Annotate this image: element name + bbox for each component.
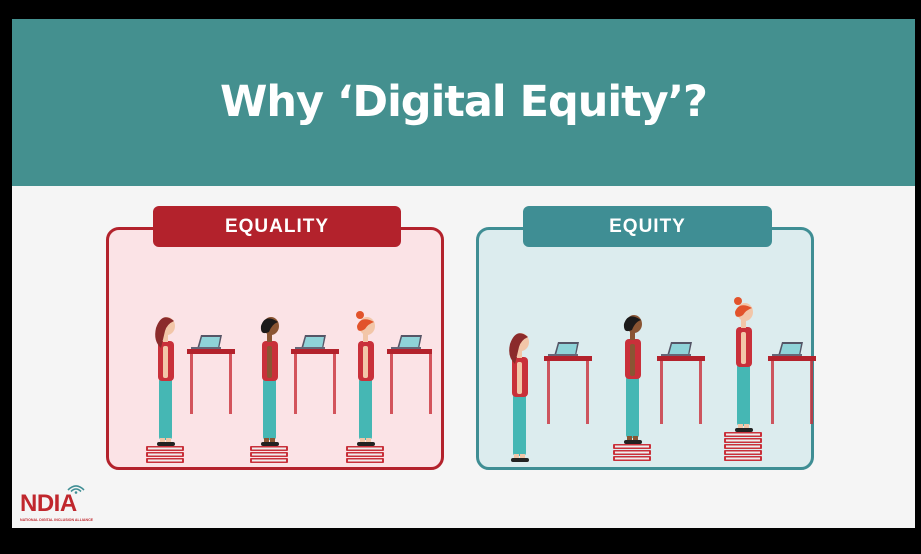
desk-with-laptop (291, 335, 339, 414)
desk-with-laptop (657, 342, 705, 424)
title-banner (12, 19, 915, 186)
ndia-logo: NDIA NATIONAL DIGITAL INCLUSION ALLIANCE (20, 482, 110, 528)
person-figure (155, 317, 175, 446)
person-figure (260, 317, 279, 446)
equity-panel (476, 227, 814, 470)
video-bottom-bar (0, 528, 921, 554)
equity-illustration (509, 297, 816, 462)
book-stack (146, 446, 184, 463)
equality-label: EQUALITY (153, 206, 401, 247)
book-stack (613, 444, 651, 461)
book-stack (724, 432, 762, 461)
book-stack (346, 446, 384, 463)
desk-with-laptop (768, 342, 816, 424)
wifi-signal-icon (67, 485, 85, 494)
person-figure (356, 311, 375, 446)
presentation-slide: Why ‘Digital Equity’? EQUALITY EQUITY ND… (12, 19, 915, 528)
person-figure (734, 297, 753, 432)
desk-with-laptop (387, 335, 432, 414)
desk-with-laptop (544, 342, 592, 424)
person-figure (509, 333, 529, 462)
book-stack (250, 446, 288, 463)
desk-with-laptop (187, 335, 235, 414)
slide-title: Why ‘Digital Equity’? (220, 77, 708, 127)
equality-illustration (146, 311, 432, 463)
equity-label: EQUITY (523, 206, 772, 247)
person-figure (623, 315, 642, 444)
logo-subtitle: NATIONAL DIGITAL INCLUSION ALLIANCE (20, 518, 94, 522)
logo-wordmark: NDIA (20, 490, 77, 517)
